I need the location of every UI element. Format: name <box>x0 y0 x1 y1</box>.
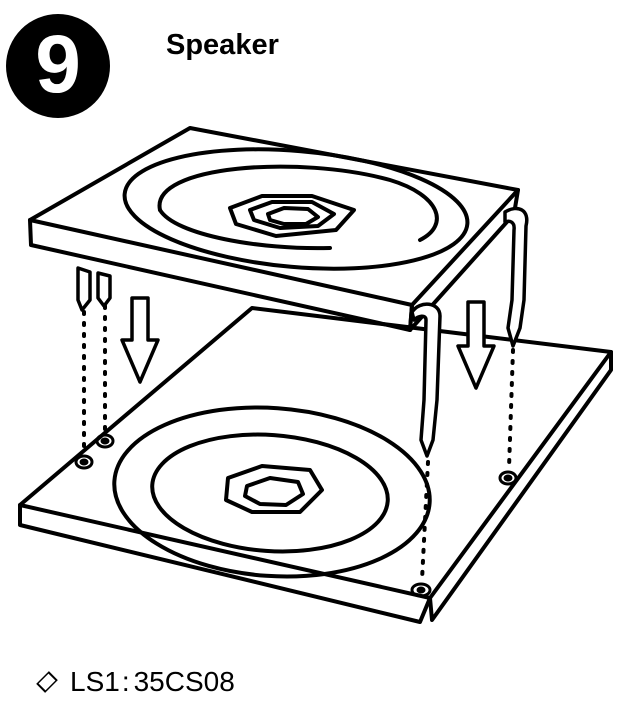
footprint-outer-ring <box>112 405 432 579</box>
board-holes <box>74 433 518 598</box>
guide-right-rear <box>507 348 515 470</box>
board-front-edge <box>18 503 432 624</box>
part-reference-note: LS1 : 35CS08 <box>34 668 235 696</box>
speaker-component <box>28 126 520 332</box>
part-ref: LS1 <box>70 666 120 697</box>
step-number: 9 <box>35 19 81 110</box>
board-top-face <box>18 306 613 600</box>
speaker-center-outer <box>228 194 356 238</box>
hole-right-rear <box>498 470 518 486</box>
speaker-pins <box>76 206 529 458</box>
insertion-arrows <box>120 296 496 390</box>
hole-left-front <box>74 454 94 470</box>
footprint-center-inner <box>243 476 305 507</box>
step-number-badge: 9 <box>6 14 110 118</box>
step-title: Speaker <box>166 29 279 61</box>
speaker-right-edge <box>408 188 520 332</box>
hole-right-front <box>410 582 432 598</box>
board-speaker-footprint <box>112 405 432 579</box>
footprint-inner-ring <box>150 432 390 554</box>
pin-right-rear <box>503 206 529 348</box>
down-arrow-right-icon <box>456 300 496 390</box>
speaker-center-inner <box>266 206 320 226</box>
speaker-inner-arc <box>157 164 439 242</box>
part-separator: : <box>121 666 130 697</box>
board-right-edge <box>428 350 613 622</box>
speaker-outer-ring <box>122 147 470 271</box>
alignment-guides <box>82 304 515 582</box>
guide-right-front <box>420 460 430 582</box>
pin-left-rear <box>96 271 112 308</box>
footprint-center-outer <box>224 464 324 514</box>
speaker-assembly-illustration <box>18 126 613 624</box>
down-arrow-left-icon <box>120 296 160 384</box>
diamond-outline-icon <box>36 671 58 693</box>
hole-left-rear <box>95 433 115 449</box>
speaker-center-mid <box>248 200 336 230</box>
pin-left-front <box>76 266 92 312</box>
part-value: 35CS08 <box>133 666 235 697</box>
pin-right-front <box>410 302 442 458</box>
